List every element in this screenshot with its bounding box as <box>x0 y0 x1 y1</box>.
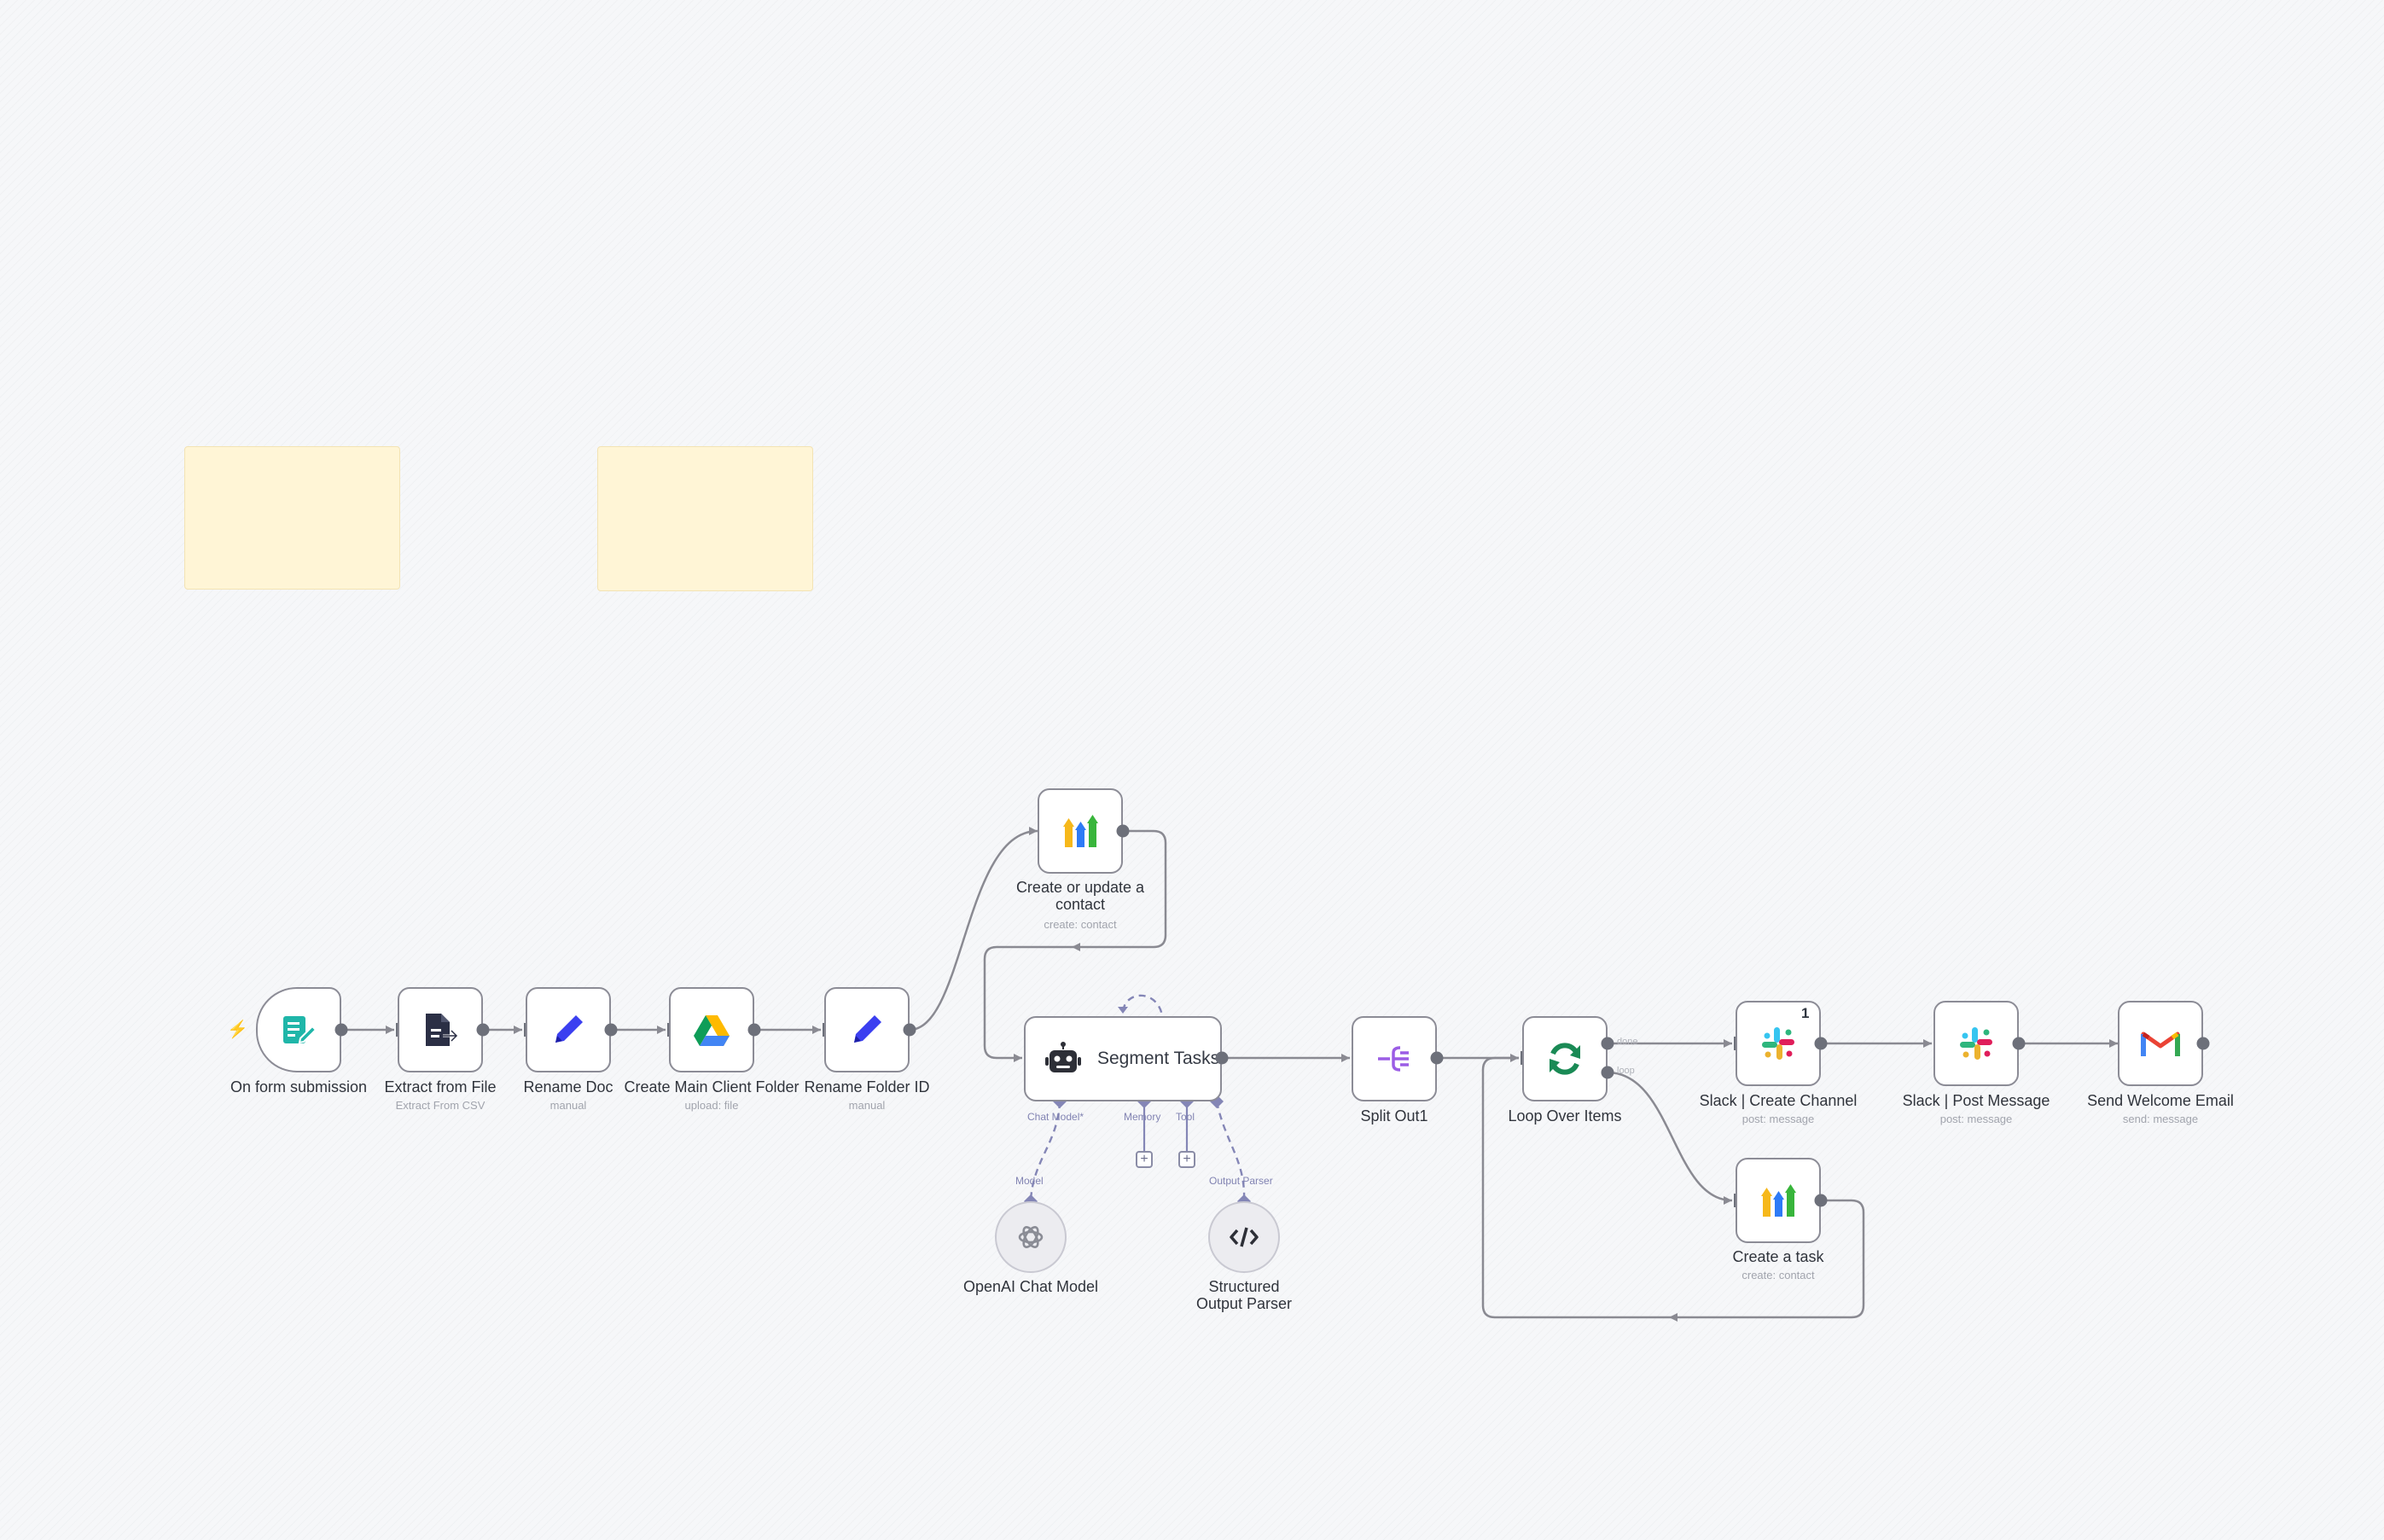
node-segment-tasks[interactable]: Segment Tasks <box>1024 1016 1222 1101</box>
output-port[interactable] <box>2196 1037 2210 1050</box>
edge-loop-loop <box>1607 1071 1733 1202</box>
output-port[interactable] <box>476 1023 490 1037</box>
add-tool-button[interactable]: + <box>1178 1151 1195 1168</box>
node-loop-over-items[interactable] <box>1522 1016 1608 1101</box>
node-on-form-submission[interactable] <box>256 987 341 1072</box>
node-send-welcome-email[interactable] <box>2118 1001 2203 1086</box>
node-extract-from-file[interactable] <box>398 987 483 1072</box>
node-sublabel: create: contact <box>1044 918 1117 931</box>
form-icon <box>280 1011 317 1049</box>
robot-icon <box>1044 1042 1082 1076</box>
node-label: Send Welcome Email <box>2087 1092 2234 1109</box>
output-port[interactable] <box>747 1023 761 1037</box>
node-label: Create Main Client Folder <box>624 1078 800 1095</box>
loop-icon <box>1544 1038 1585 1079</box>
output-done-label: done <box>1617 1037 1638 1047</box>
node-rename-doc[interactable] <box>526 987 611 1072</box>
node-label: Split Out1 <box>1360 1107 1428 1124</box>
node-sublabel: upload: file <box>684 1099 739 1112</box>
trigger-bolt-icon: ⚡ <box>227 1020 248 1039</box>
node-label: Rename Doc <box>523 1078 613 1095</box>
node-sublabel: Extract From CSV <box>395 1099 486 1112</box>
node-sublabel: post: message <box>1741 1113 1815 1125</box>
node-sublabel: post: message <box>1939 1113 2013 1125</box>
node-sublabel: manual <box>848 1099 886 1112</box>
node-label: OpenAI Chat Model <box>962 1278 1099 1295</box>
node-sublabel: manual <box>549 1099 587 1112</box>
sticky-note[interactable] <box>597 446 813 591</box>
pencil-icon <box>847 1010 887 1049</box>
node-label: Structured Output Parser <box>1195 1278 1293 1312</box>
gohighlevel-icon <box>1759 1181 1798 1220</box>
google-drive-icon <box>692 1012 731 1048</box>
node-create-main-client-folder[interactable] <box>669 987 754 1072</box>
slack-icon <box>1957 1024 1996 1063</box>
node-create-a-task[interactable] <box>1736 1158 1821 1243</box>
output-port[interactable] <box>1116 824 1130 838</box>
output-port[interactable] <box>903 1023 916 1037</box>
edge-renamefolder-contact <box>909 829 1038 1032</box>
output-port-loop[interactable] <box>1601 1066 1614 1079</box>
node-label: Slack | Post Message <box>1902 1092 2050 1109</box>
split-icon <box>1375 1039 1414 1078</box>
file-extract-icon <box>421 1010 460 1049</box>
connector-model: Model <box>1015 1175 1044 1187</box>
node-label: Create a task <box>1732 1248 1824 1265</box>
node-label: Slack | Create Channel <box>1699 1092 1858 1109</box>
node-sublabel: create: contact <box>1741 1269 1815 1281</box>
connector-chat-model: Chat Model* <box>1027 1111 1084 1123</box>
node-label: Rename Folder ID <box>804 1078 930 1095</box>
node-openai-chat-model[interactable] <box>995 1201 1067 1273</box>
code-icon <box>1229 1225 1259 1249</box>
node-rename-folder-id[interactable] <box>824 987 910 1072</box>
edge-parser-segment <box>1215 1101 1246 1202</box>
run-count-badge: 1 <box>1801 1005 1810 1021</box>
node-label: Loop Over Items <box>1508 1107 1622 1124</box>
openai-icon <box>1015 1222 1046 1252</box>
output-port-done[interactable] <box>1601 1037 1614 1050</box>
connector-memory: Memory <box>1124 1111 1161 1123</box>
node-split-out[interactable] <box>1352 1016 1437 1101</box>
connector-output-parser: Output Parser <box>1209 1175 1273 1187</box>
node-structured-output-parser[interactable] <box>1208 1201 1280 1273</box>
slack-icon <box>1759 1024 1798 1063</box>
edge-self-loop <box>1121 994 1164 1016</box>
node-label: Create or update a contact <box>1015 879 1145 913</box>
gmail-icon <box>2140 1027 2181 1060</box>
pencil-icon <box>549 1010 588 1049</box>
node-slack-create-channel[interactable] <box>1736 1001 1821 1086</box>
node-create-or-update-contact[interactable] <box>1038 788 1123 874</box>
node-slack-post-message[interactable] <box>1933 1001 2019 1086</box>
node-sublabel: send: message <box>2122 1113 2199 1125</box>
output-port[interactable] <box>1430 1051 1444 1065</box>
output-loop-label: loop <box>1617 1066 1635 1076</box>
output-port[interactable] <box>1215 1051 1229 1065</box>
connector-tool: Tool <box>1176 1111 1195 1123</box>
output-port[interactable] <box>604 1023 618 1037</box>
output-port[interactable] <box>2012 1037 2026 1050</box>
gohighlevel-icon <box>1061 811 1100 851</box>
node-label: On form submission <box>230 1078 368 1095</box>
edge-model-segment <box>1029 1101 1061 1202</box>
output-port[interactable] <box>1814 1194 1828 1207</box>
node-title: Segment Tasks <box>1097 1049 1220 1068</box>
sticky-note[interactable] <box>184 446 400 590</box>
node-label: Extract from File <box>384 1078 497 1095</box>
output-port[interactable] <box>1814 1037 1828 1050</box>
add-memory-button[interactable]: + <box>1136 1151 1153 1168</box>
output-port[interactable] <box>334 1023 348 1037</box>
